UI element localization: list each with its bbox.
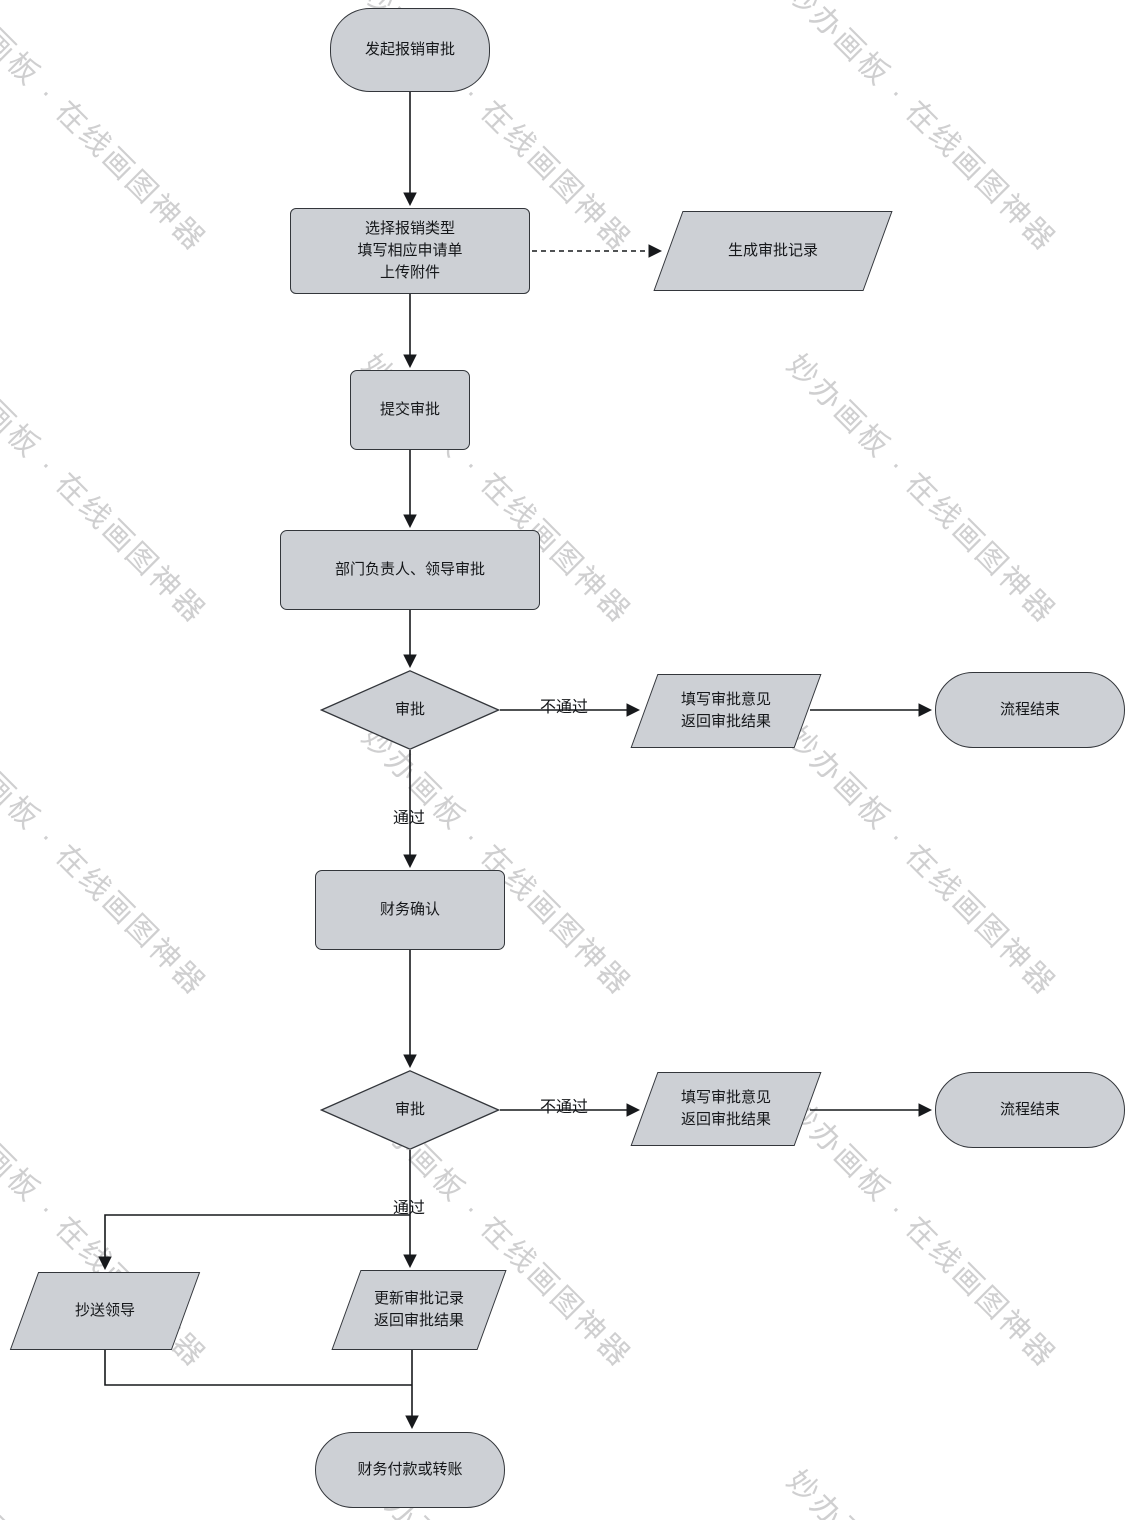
node-fill-opinion2-label: 填写审批意见 返回审批结果 bbox=[680, 1089, 771, 1128]
node-fill-opinion1-label: 填写审批意见 返回审批结果 bbox=[680, 691, 771, 730]
node-start: 发起报销审批 bbox=[330, 8, 490, 92]
node-cc-leader: 抄送领导 bbox=[9, 1272, 201, 1350]
node-fill-form: 选择报销类型 填写相应申请单 上传附件 bbox=[290, 208, 530, 294]
edge-label-pass1: 通过 bbox=[393, 810, 426, 827]
node-finance-confirm-label: 财务确认 bbox=[379, 901, 440, 918]
node-final: 财务付款或转账 bbox=[315, 1432, 505, 1508]
node-decision2-label: 审批 bbox=[394, 1101, 425, 1118]
node-dept-approve-label: 部门负责人、领导审批 bbox=[334, 561, 485, 578]
node-update-record: 更新审批记录 返回审批结果 bbox=[331, 1270, 507, 1350]
node-final-label: 财务付款或转账 bbox=[357, 1461, 463, 1478]
node-decision2: 审批 bbox=[320, 1070, 500, 1150]
edge-branch-to-cc bbox=[98, 1214, 410, 1271]
node-fill-opinion2: 填写审批意见 返回审批结果 bbox=[630, 1072, 822, 1146]
diamond-shape bbox=[320, 1070, 500, 1150]
edge-label-reject1: 不通过 bbox=[540, 699, 589, 716]
node-decision1: 审批 bbox=[320, 670, 500, 750]
node-submit: 提交审批 bbox=[350, 370, 470, 450]
node-decision1-label: 审批 bbox=[394, 701, 425, 718]
node-fill-opinion1: 填写审批意见 返回审批结果 bbox=[630, 674, 822, 748]
node-end2: 流程结束 bbox=[935, 1072, 1125, 1148]
edge-label-pass2: 通过 bbox=[393, 1200, 426, 1217]
node-finance-confirm: 财务确认 bbox=[315, 870, 505, 950]
edge-label-reject2: 不通过 bbox=[540, 1099, 589, 1116]
node-submit-label: 提交审批 bbox=[379, 401, 440, 418]
node-cc-leader-label: 抄送领导 bbox=[74, 1302, 135, 1319]
diamond-shape bbox=[320, 670, 500, 750]
node-fill-form-label: 选择报销类型 填写相应申请单 上传附件 bbox=[357, 220, 463, 281]
node-gen-record-label: 生成审批记录 bbox=[727, 242, 818, 259]
node-dept-approve: 部门负责人、领导审批 bbox=[280, 530, 540, 610]
node-update-record-label: 更新审批记录 返回审批结果 bbox=[373, 1290, 464, 1329]
node-end1: 流程结束 bbox=[935, 672, 1125, 748]
node-gen-record: 生成审批记录 bbox=[653, 211, 893, 291]
edge-cc-join bbox=[104, 1350, 412, 1386]
node-start-label: 发起报销审批 bbox=[364, 41, 455, 58]
node-end1-label: 流程结束 bbox=[999, 701, 1060, 718]
node-end2-label: 流程结束 bbox=[999, 1101, 1060, 1118]
